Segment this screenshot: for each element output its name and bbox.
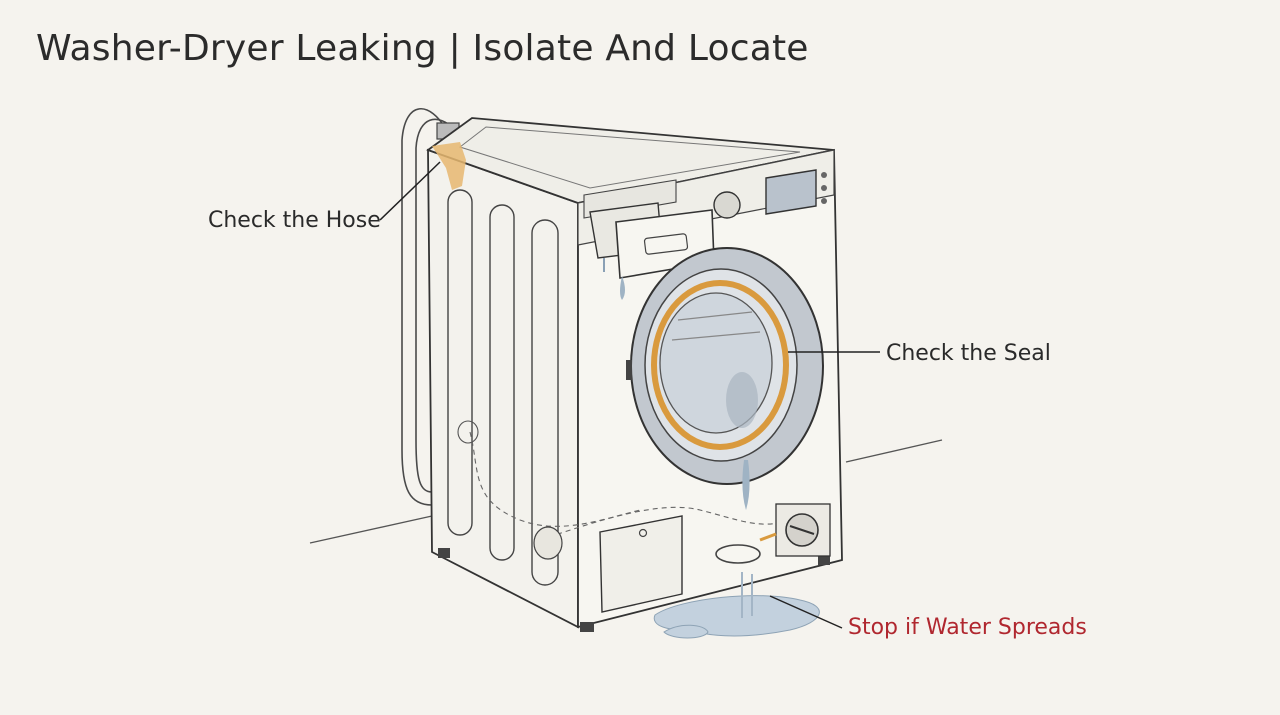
hose-leak-stain [432, 142, 466, 190]
control-knob [713, 191, 741, 219]
internal-pipes [469, 431, 791, 541]
filter-cap-removed [715, 544, 761, 564]
foot-front-right [818, 556, 830, 565]
callout-check-hose: Check the Hose [208, 208, 381, 233]
dispenser-slot [583, 179, 677, 219]
hose-leader-line [379, 161, 441, 221]
seal-drip [742, 460, 750, 510]
drip-2 [620, 276, 625, 300]
access-panel [599, 515, 683, 613]
top-inset [458, 126, 801, 189]
floor-line-left [309, 515, 433, 544]
drum-water [726, 372, 758, 428]
page-title: Washer-Dryer Leaking | Isolate And Locat… [36, 28, 809, 69]
callout-check-seal: Check the Seal [886, 341, 1051, 366]
water-puddle [653, 595, 820, 639]
foot-left [438, 548, 450, 558]
display-screen [765, 169, 817, 215]
door-hinge [626, 360, 632, 380]
side-vents [447, 189, 559, 586]
water-stream [741, 572, 753, 618]
drum-line-1 [677, 311, 753, 321]
spread-leader-line [769, 595, 843, 629]
pump-housing [533, 526, 563, 560]
foot-front-left [580, 622, 594, 632]
door-seal [651, 280, 789, 450]
drawer-handle [643, 233, 689, 255]
inlet-hose [401, 107, 456, 506]
floor-line-right [845, 439, 943, 463]
drum-line-2 [671, 331, 761, 341]
valve [457, 420, 479, 444]
callout-stop-water-spreads: Stop if Water Spreads [848, 615, 1087, 640]
